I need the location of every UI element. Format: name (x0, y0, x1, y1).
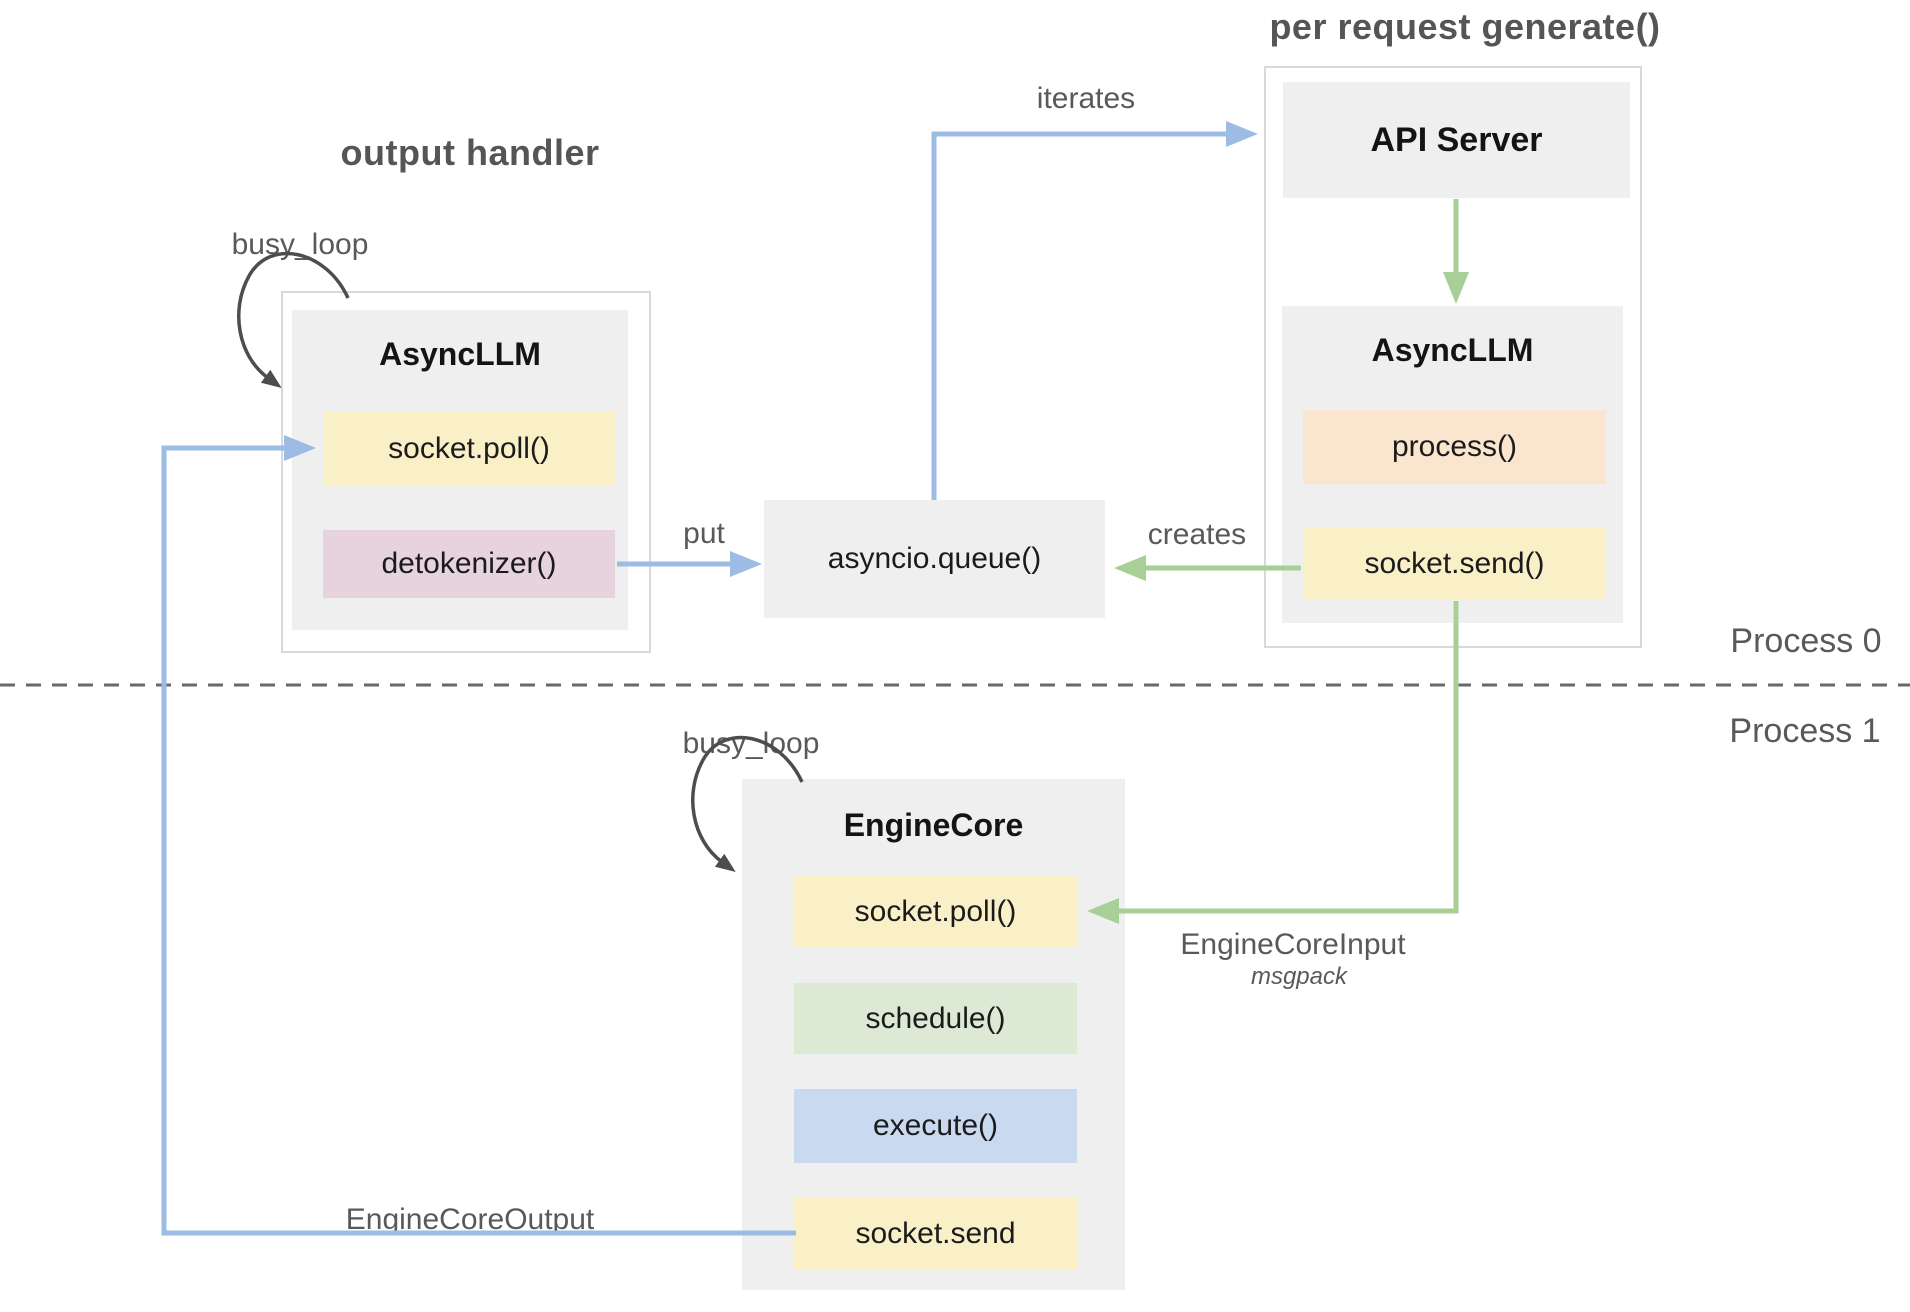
execute-chip: execute() (794, 1089, 1077, 1163)
api-server-title: API Server (1370, 120, 1543, 159)
iterates-arrow (931, 121, 1258, 500)
busy-loop-label-top: busy_loop (231, 228, 369, 261)
async-llm-left-title: AsyncLLM (379, 336, 541, 372)
busy-loop-label-bottom: busy_loop (682, 727, 820, 760)
engine-core-input-label: EngineCoreInput (1180, 928, 1406, 961)
socket-poll-chip-left: socket.poll() (323, 412, 615, 485)
creates-label: creates (1147, 518, 1247, 551)
socket-poll-chip-engine: socket.poll() (794, 876, 1077, 947)
async-llm-left-node: AsyncLLM socket.poll() detokenizer() (292, 310, 628, 630)
schedule-chip: schedule() (794, 983, 1077, 1054)
engine-core-title: EngineCore (843, 807, 1024, 843)
per-request-generate-title: per request generate() (1269, 6, 1661, 47)
engine-core-node: EngineCore socket.poll() schedule() exec… (742, 779, 1125, 1290)
process-1-label: Process 1 (1729, 712, 1881, 750)
detokenizer-chip: detokenizer() (323, 530, 615, 598)
socket-send-chip-engine: socket.send (794, 1197, 1077, 1270)
process-chip: process() (1303, 410, 1606, 484)
msgpack-label: msgpack (1250, 963, 1348, 990)
socket-send-chip-right: socket.send() (1303, 528, 1606, 600)
output-handler-title: output handler (340, 132, 600, 173)
async-llm-right-title: AsyncLLM (1371, 332, 1534, 368)
engine-core-output-label: EngineCoreOutput (345, 1203, 595, 1236)
async-llm-right-node: AsyncLLM process() socket.send() (1282, 306, 1623, 623)
iterates-label: iterates (1036, 82, 1136, 115)
process-0-label: Process 0 (1730, 622, 1882, 660)
api-server-node: API Server (1283, 82, 1630, 198)
asyncio-queue-node: asyncio.queue() (764, 500, 1105, 618)
put-label: put (683, 517, 725, 550)
